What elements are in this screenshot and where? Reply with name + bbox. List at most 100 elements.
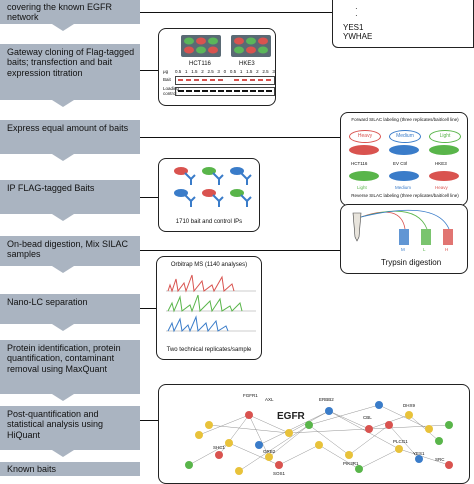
flow-arrow (52, 100, 74, 107)
amount-label: 3 (217, 69, 220, 74)
step-label: Post-quantification and statistical anal… (7, 409, 104, 440)
step-egfr-network: covering the known EGFR network (0, 0, 140, 24)
silac-cell-line: HCT116 (351, 161, 368, 166)
step-label: Protein identification, protein quantifi… (7, 343, 121, 374)
amount-label: 2 (256, 69, 259, 74)
step-known-baits: Known baits (0, 462, 140, 476)
amount-label: 2.5 (207, 69, 214, 74)
amount-label: 0.5 (175, 69, 182, 74)
network-node-label: GRB2 (263, 449, 276, 454)
connector-line (140, 250, 340, 251)
forward-silac-title: Forward SILAC labeling (three replicates… (351, 117, 459, 122)
step-post-quantification: Post-quantification and statistical anal… (0, 406, 140, 450)
flow-arrow (52, 266, 74, 273)
bait-list-panel: · · YES1 YWHAE (332, 0, 474, 48)
connector-line (140, 137, 340, 138)
step-label: covering the known EGFR network (7, 2, 113, 23)
flow-arrow (52, 450, 74, 457)
amount-label: 0 (223, 69, 227, 74)
step-gateway-cloning: Gateway cloning of Flag-tagged baits; tr… (0, 44, 140, 100)
ip-complex-icon (230, 189, 252, 207)
connector-line (140, 420, 158, 421)
ip-complex-icon (174, 167, 196, 185)
ip-panel: 1710 bait and control IPs (158, 158, 260, 232)
ms-panel: Orbitrap MS (1140 analyses) Two technica… (156, 256, 262, 360)
silac-label-medium: Medium (395, 185, 412, 190)
cell-line-label: HCT116 (189, 61, 211, 67)
amount-label: 2 (201, 69, 204, 74)
digestion-panel: M L H Trypsin digestion (340, 204, 468, 274)
ms-spectra-icon (166, 274, 256, 333)
amount-label: 1 (239, 69, 243, 74)
titration-panel: HCT116 HKE3 0.5 1 1.5 2 2.5 3 0 0.5 1 1.… (158, 28, 276, 106)
antibody-bead-icons (174, 167, 252, 207)
network-node-label: SHC1 (213, 445, 226, 450)
flow-arrow (52, 324, 74, 331)
flow-arrow (52, 24, 74, 31)
silac-dishes-reverse (349, 171, 459, 181)
amount-label: 1.5 (191, 69, 198, 74)
flow-arrow (52, 154, 74, 161)
tube-label: L (423, 247, 426, 252)
unit-label: μg (163, 69, 169, 74)
ip-complex-icon (174, 189, 196, 207)
silac-panel: Forward SILAC labeling (three replicates… (340, 112, 468, 206)
silac-cell-line: HKE3 (435, 161, 447, 166)
loading-blot (175, 87, 275, 96)
step-protein-identification: Protein identification, protein quantifi… (0, 340, 140, 394)
plate-hke3 (231, 35, 271, 57)
silac-label-medium: Medium (389, 130, 421, 143)
amount-label: 3 (272, 69, 275, 74)
ip-caption: 1710 bait and control IPs (175, 219, 243, 225)
row-label-bait: Bait (163, 77, 171, 82)
network-node-label: DHX9 (403, 403, 416, 408)
cell-line-label: HKE3 (239, 61, 255, 67)
network-node-label: FGFR1 (243, 393, 258, 398)
network-node-label: ERBB2 (319, 397, 334, 402)
bait-blot-bands (178, 79, 271, 81)
bait-list-item: YWHAE (343, 32, 373, 41)
ms-title: Orbitrap MS (1140 analyses) (170, 262, 248, 268)
bait-list-item: YES1 (343, 23, 364, 32)
step-ip-flag: IP FLAG-tagged Baits (0, 180, 140, 214)
tube-label: M (401, 247, 405, 252)
silac-label-light: Light (357, 185, 367, 190)
silac-label-light: Light (429, 130, 461, 143)
step-label: On-bead digestion, Mix SILAC samples (7, 239, 129, 260)
connector-line (140, 70, 158, 71)
step-label: Known baits (7, 464, 57, 474)
network-node-label: CBL (363, 415, 372, 420)
bait-list-dots: · · (355, 4, 358, 20)
connector-line (140, 12, 332, 13)
flow-arrow (52, 214, 74, 221)
tube-label: H (445, 247, 449, 252)
ms-caption: Two technical replicates/sample (166, 347, 252, 353)
flow-arrow (52, 394, 74, 401)
silac-cell-line: EV Ctrl (393, 161, 408, 166)
well-plate-icon (184, 37, 218, 54)
connector-line (140, 308, 156, 309)
amount-label: 1 (184, 69, 188, 74)
step-on-bead-digestion: On-bead digestion, Mix SILAC samples (0, 236, 140, 266)
network-node-label: PIK3R1 (343, 461, 359, 466)
silac-label-heavy: Heavy (435, 185, 448, 190)
step-label: Nano-LC separation (7, 297, 88, 307)
step-label: Express equal amount of baits (7, 123, 129, 133)
interaction-network (185, 401, 453, 475)
network-node-label: AXL (265, 397, 274, 402)
network-node-label: PLCG1 (393, 439, 408, 444)
reverse-silac-title: Reverse SILAC labeling (three replicates… (351, 193, 459, 198)
digestion-caption: Trypsin digestion (381, 258, 442, 267)
ip-complex-icon (202, 189, 224, 207)
well-plate-icon (234, 37, 268, 54)
amount-label: 1.5 (246, 69, 253, 74)
connector-line (140, 197, 158, 198)
step-express-baits: Express equal amount of baits (0, 120, 140, 154)
loading-blot-bands (178, 90, 272, 92)
ip-complex-icon (202, 167, 224, 185)
network-node-label: SRC (435, 457, 445, 462)
network-panel: EGFR FGFR1 AXL ERBB2 CBL DHX9 SHC1 GRB2 … (158, 384, 470, 484)
digestion-tubes-icon (352, 209, 453, 245)
step-label: IP FLAG-tagged Baits (7, 183, 95, 193)
network-node-label: YES1 (413, 451, 425, 456)
